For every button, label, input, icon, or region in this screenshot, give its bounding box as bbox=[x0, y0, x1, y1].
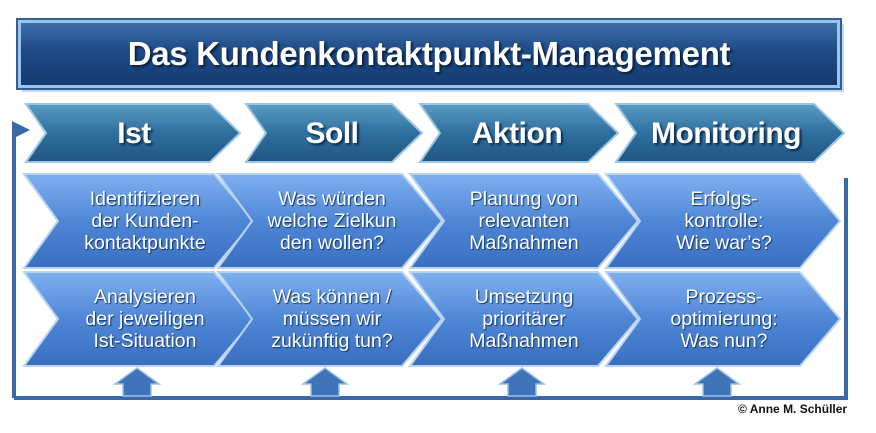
step-aktion-1: Planung von relevanten Maßnahmen bbox=[469, 188, 579, 254]
feedback-loop-line bbox=[12, 121, 848, 400]
step-chevron-aktion-1 bbox=[408, 173, 640, 269]
phase-header-aktion: Aktion bbox=[471, 117, 563, 150]
diagram-title: Das Kundenkontaktpunkt-Management bbox=[127, 35, 731, 72]
step-monitoring-2: Prozess- optimierung: Was nun? bbox=[670, 286, 778, 352]
up-arrow-icon-monitoring bbox=[692, 367, 742, 397]
step-chevron-soll-2 bbox=[216, 271, 444, 367]
step-soll-2: Was können / müssen wir zukünftig tun? bbox=[271, 286, 393, 352]
up-arrow-icon-soll bbox=[300, 367, 350, 397]
step-ist-2: Analysieren der jeweiligen Ist-Situation bbox=[85, 286, 205, 352]
step-chevron-monitoring-1 bbox=[604, 173, 842, 269]
step-ist-1: Identifizieren der Kunden- kontaktpunkte bbox=[84, 188, 206, 254]
step-chevron-monitoring-2 bbox=[604, 271, 842, 367]
header-chevron-soll bbox=[244, 103, 424, 163]
phase-header-ist: Ist bbox=[117, 117, 151, 150]
header-chevron-monitoring bbox=[614, 103, 846, 163]
up-arrow-icon-aktion bbox=[497, 367, 547, 397]
up-arrow-icon-ist bbox=[112, 367, 162, 397]
copyright-notice: © Anne M. Schüller bbox=[738, 402, 848, 416]
step-monitoring-1: Erfolgs- kontrolle: Wie war’s? bbox=[676, 188, 772, 254]
header-chevron-aktion bbox=[418, 103, 620, 163]
step-aktion-2: Umsetzung prioritärer Maßnahmen bbox=[469, 286, 579, 352]
step-soll-1: Was würden welche Zielkun den wollen? bbox=[267, 188, 397, 254]
phase-header-row bbox=[24, 103, 846, 163]
step-chevron-ist-2 bbox=[22, 271, 256, 367]
title-banner: Das Kundenkontaktpunkt-Management bbox=[18, 20, 840, 88]
step-chevron-ist-1 bbox=[22, 173, 256, 269]
loop-arrow-head bbox=[12, 121, 30, 139]
loop-line-left bbox=[12, 128, 24, 398]
step-chevron-soll-1 bbox=[216, 173, 444, 269]
loop-line-bottom bbox=[14, 178, 848, 400]
step-chevron-rows bbox=[22, 173, 842, 367]
up-arrow-row bbox=[112, 367, 742, 397]
step-chevron-aktion-2 bbox=[408, 271, 640, 367]
phase-header-monitoring: Monitoring bbox=[651, 117, 801, 150]
header-chevron-ist bbox=[24, 103, 242, 163]
phase-header-soll: Soll bbox=[305, 117, 359, 150]
